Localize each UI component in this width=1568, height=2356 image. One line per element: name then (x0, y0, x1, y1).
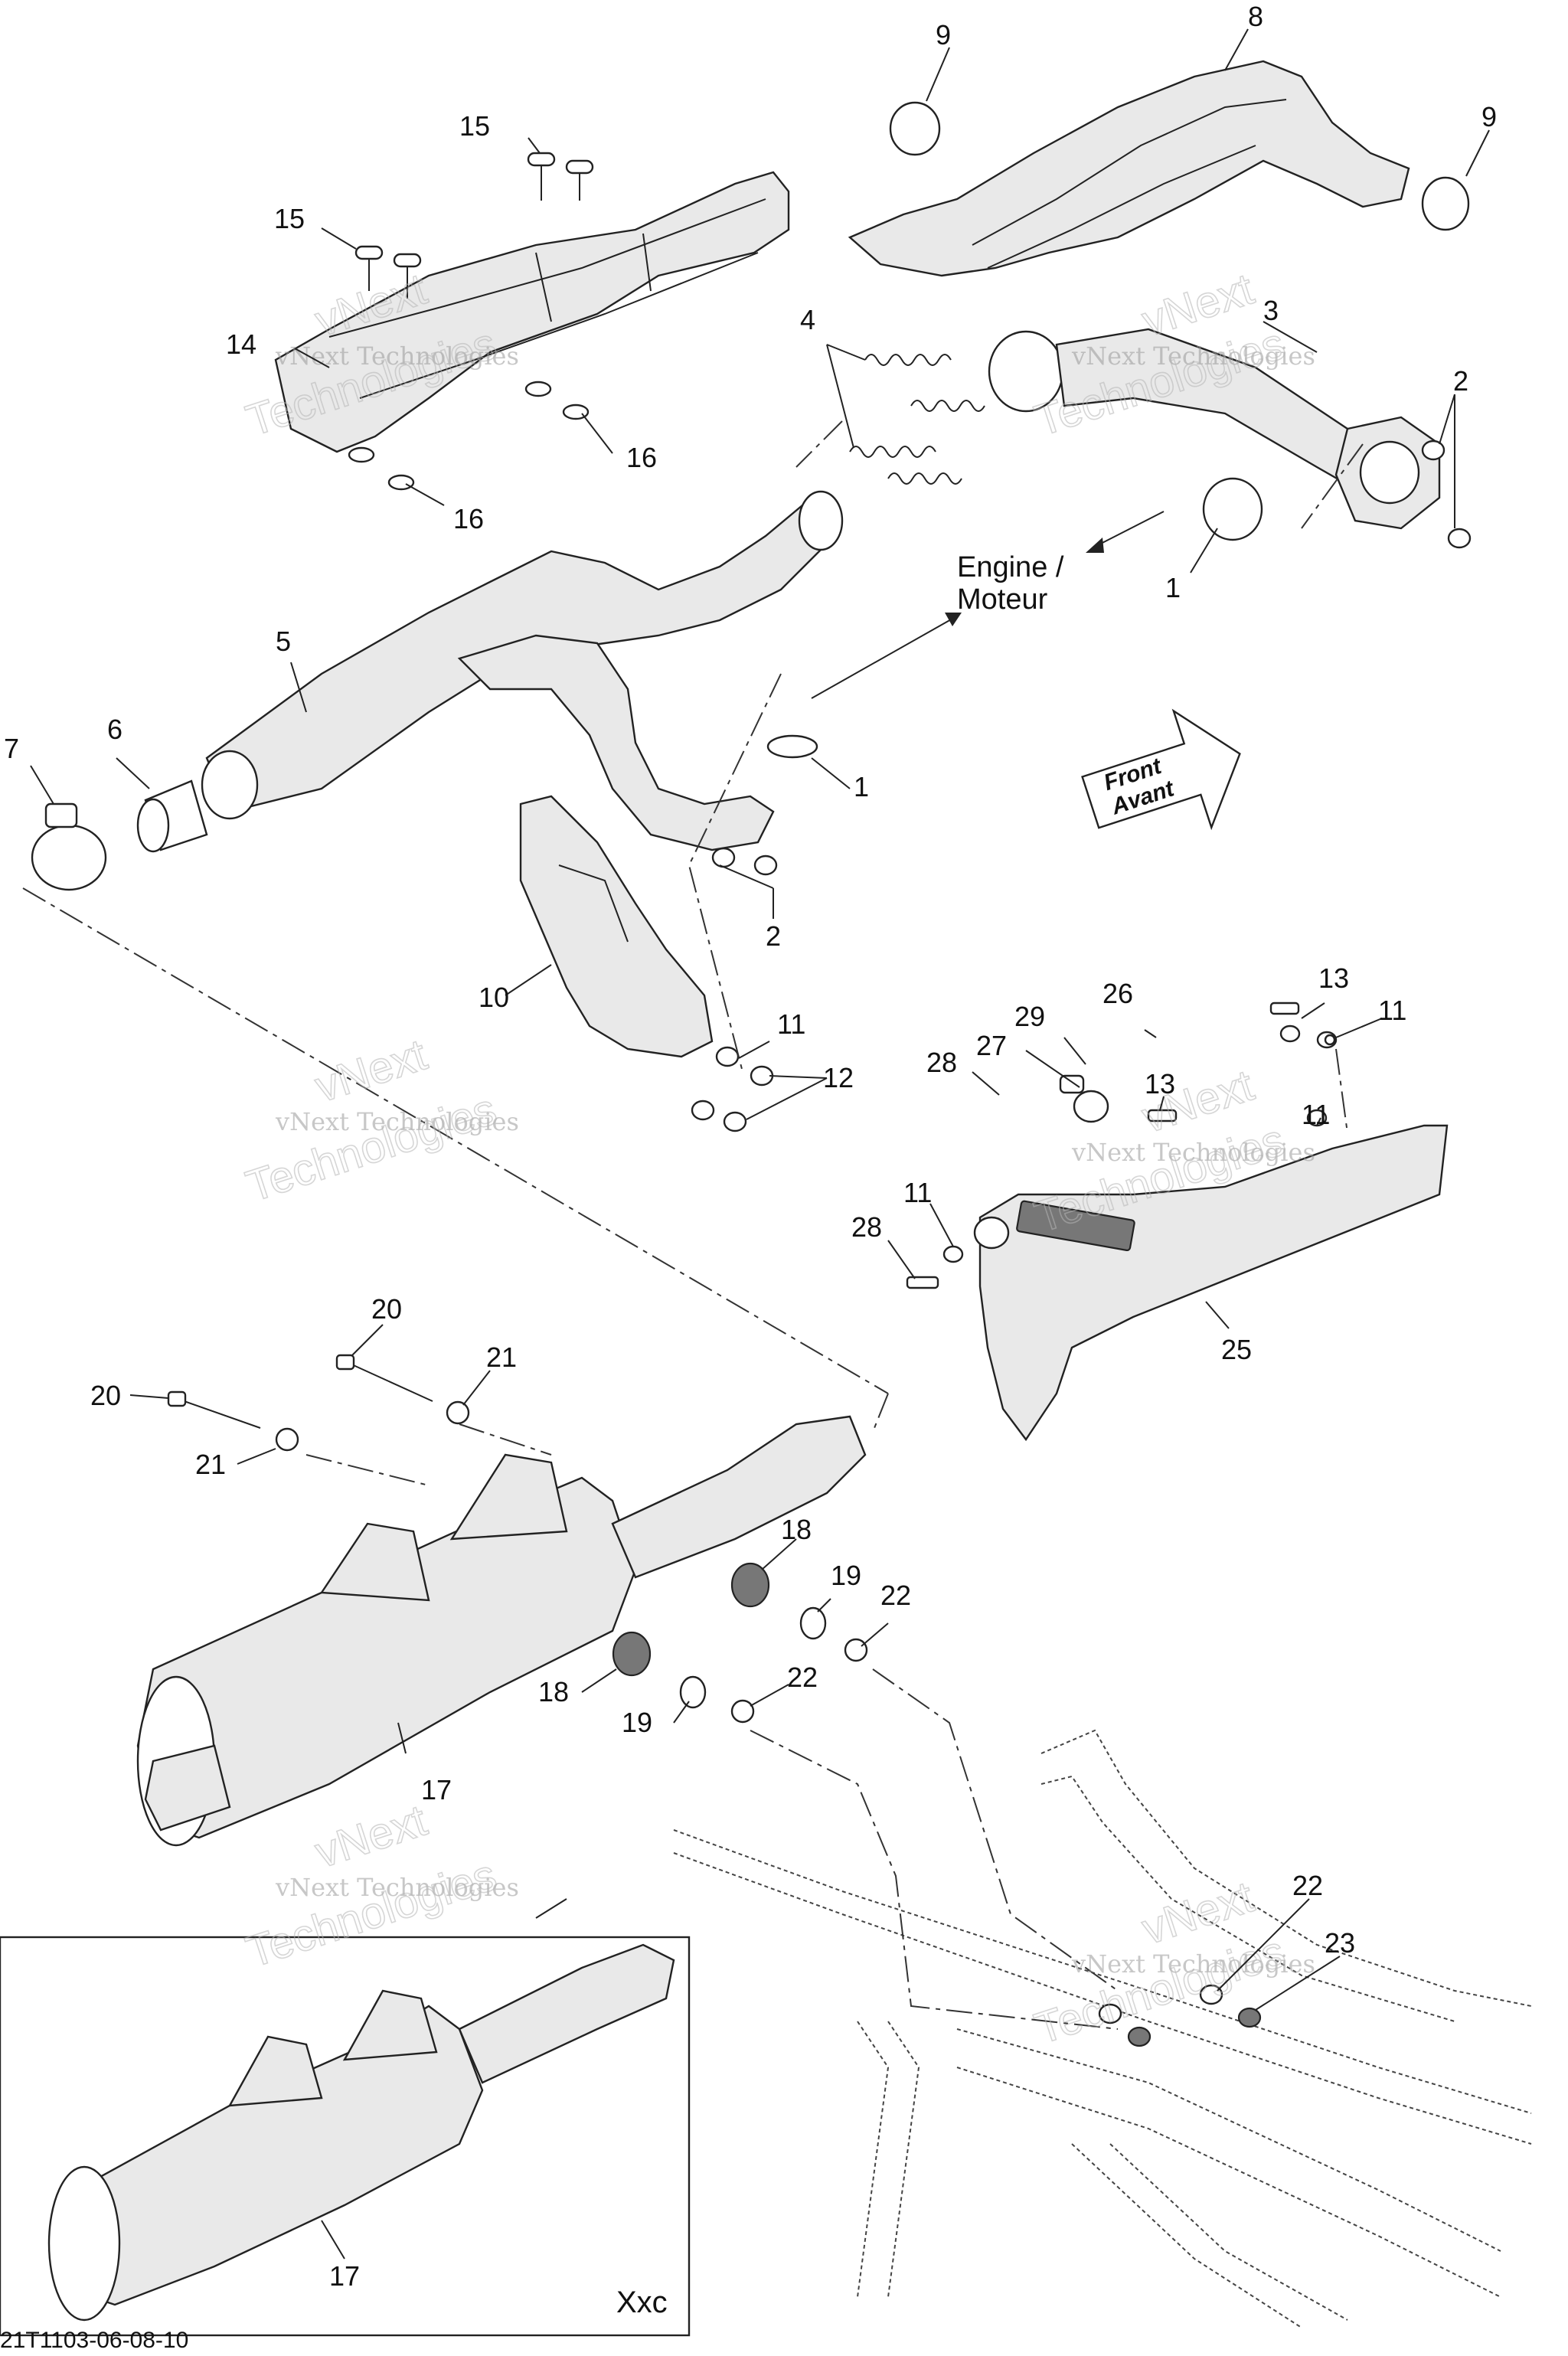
callout-13: 13 (1318, 962, 1349, 994)
callout-19: 19 (831, 1560, 861, 1591)
watermark-text: vNext (309, 1796, 433, 1878)
callout-15: 15 (459, 110, 490, 142)
muffler-bolts (167, 1354, 470, 1452)
watermark-text: vNext Technologies (1071, 1949, 1315, 1979)
watermark-text: vNext Technologies (1071, 341, 1315, 371)
watermark-text: Technologies (240, 1850, 502, 1977)
heat-shield-right (906, 1002, 1449, 1442)
callout-2: 2 (766, 920, 781, 952)
callout-7: 7 (4, 733, 19, 764)
callout-5: 5 (276, 626, 291, 657)
callout-8: 8 (1248, 1, 1263, 32)
callout-20: 20 (90, 1380, 121, 1411)
watermark-text: vNext (309, 1030, 433, 1113)
callout-26: 27 (976, 1030, 1007, 1061)
head-pipe (988, 328, 1472, 549)
callout-23: 23 (1325, 1927, 1355, 1959)
sleeve-and-clamp (31, 779, 208, 891)
callout-27: 28 (851, 1211, 882, 1243)
callout-11: 11 (1302, 1099, 1330, 1130)
callout-12: 12 (823, 1062, 854, 1093)
callout-1: 1 (1165, 572, 1181, 603)
xxc-inset: Xxc (0, 1936, 691, 2337)
vehicle-frame (673, 1729, 1532, 2328)
callout-2: 2 (1453, 365, 1468, 397)
callout-17: 17 (329, 2260, 360, 2292)
callout-13: 13 (1145, 1068, 1175, 1100)
callout-17: 17 (421, 1774, 452, 1805)
callout-22: 22 (880, 1580, 911, 1611)
callout-24: 25 (1221, 1334, 1252, 1365)
frame-fasteners (1098, 1984, 1262, 2047)
assembly-lines (22, 420, 1364, 2030)
callout-1: 1 (854, 771, 869, 802)
callout-22: 22 (787, 1662, 818, 1693)
callout-11: 11 (903, 1177, 932, 1208)
callout-labels: 9 8 9 3 2 1 4 5 6 7 1 2 10 11 12 14 15 1… (4, 1, 1497, 2292)
watermark-text: vNext Technologies (1071, 1138, 1315, 1167)
engine-arrows (811, 511, 1165, 699)
callout-16: 16 (626, 442, 657, 473)
watermark-text: vNext Technologies (275, 1107, 519, 1136)
heat-shield-upper (274, 171, 790, 453)
callout-22: 22 (1292, 1870, 1323, 1901)
watermark-text: vNext Technologies (275, 341, 519, 371)
watermark-text: Technologies (240, 1084, 502, 1211)
watermark-text: vNext Technologies (275, 1873, 519, 1902)
gasket (766, 734, 818, 759)
callout-11: 11 (777, 1008, 805, 1040)
callout-16: 16 (453, 503, 484, 534)
callout-9: 9 (936, 19, 951, 51)
inset-label: Xxc (616, 2286, 668, 2319)
callout-21: 21 (486, 1341, 517, 1373)
callout-9: 9 (1481, 101, 1497, 132)
callout-20: 20 (371, 1293, 402, 1325)
clamps (889, 101, 1470, 231)
callout-3: 3 (1263, 295, 1279, 326)
callout-15: 15 (274, 203, 305, 234)
callout-28: 28 (926, 1047, 957, 1078)
callout-25: 26 (1102, 978, 1133, 1009)
callout-leaders (30, 28, 1490, 2260)
callout-10: 10 (479, 982, 509, 1013)
moteur-label: Moteur (957, 583, 1048, 616)
front-arrow-icon: Front Avant (1081, 708, 1241, 831)
springs (849, 354, 985, 485)
rivets-and-washers (348, 152, 594, 491)
callout-14: 14 (226, 328, 256, 360)
callout-18: 18 (781, 1514, 812, 1545)
callout-19: 19 (622, 1707, 652, 1738)
callout-11: 11 (1378, 995, 1406, 1026)
callout-29: 29 (1014, 1001, 1045, 1032)
callout-6: 6 (107, 714, 122, 745)
grommets-spacers (612, 1562, 868, 1724)
callout-4: 4 (800, 304, 815, 335)
engine-label: Engine / (957, 551, 1064, 583)
y-pipe (201, 490, 844, 851)
heat-shield-lower (519, 795, 778, 1132)
reference-code: 21T1103-06-08-10 (0, 2328, 188, 2352)
resonator-pipe (848, 60, 1410, 277)
callout-21: 21 (195, 1449, 226, 1480)
callout-18: 18 (538, 1676, 569, 1707)
muffler (136, 1415, 867, 1847)
